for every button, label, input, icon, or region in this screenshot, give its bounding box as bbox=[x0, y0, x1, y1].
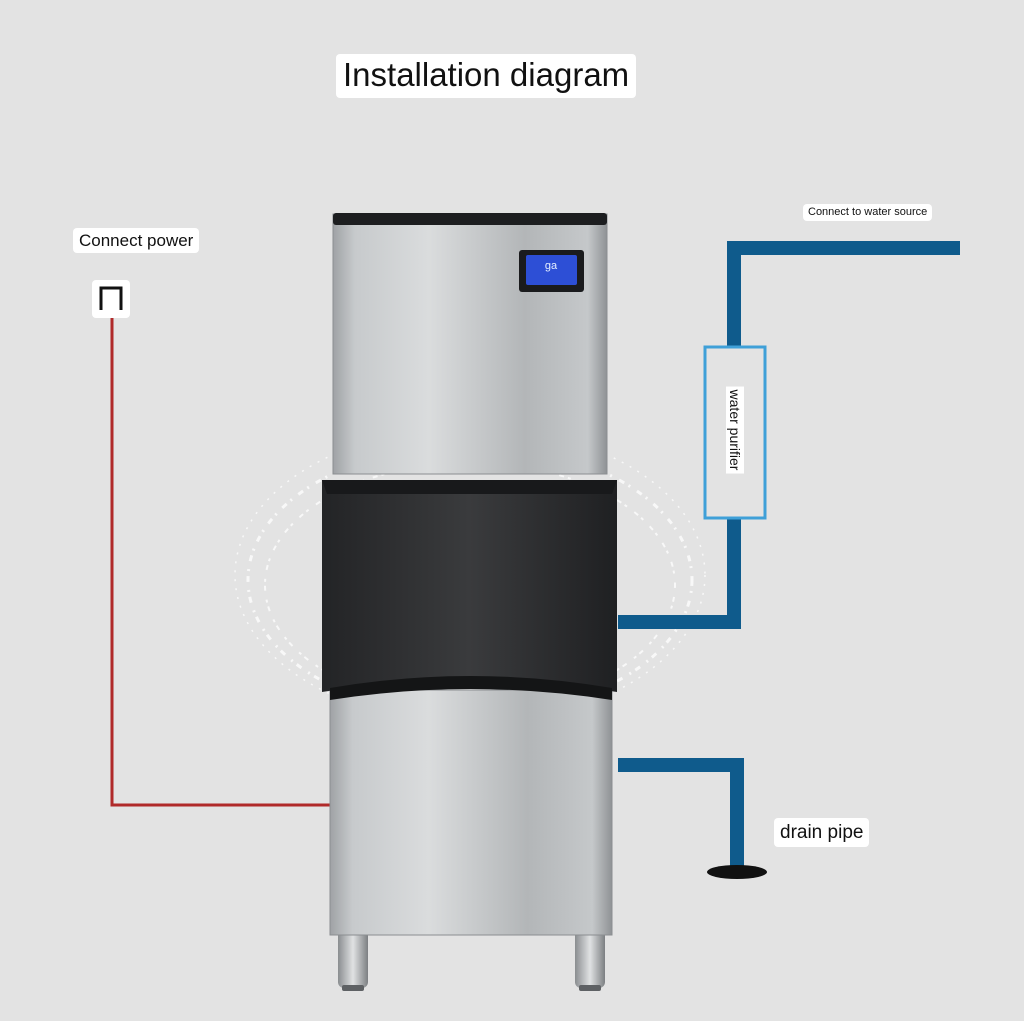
lower-cabinet bbox=[329, 689, 613, 936]
power-cable bbox=[110, 314, 330, 807]
water-purifier-label: water purifier bbox=[726, 386, 744, 474]
connect-water-label: Connect to water source bbox=[803, 204, 933, 221]
power-plug-icon bbox=[92, 280, 130, 318]
drain-pipe-label: drain pipe bbox=[774, 818, 870, 847]
display-readout: ga bbox=[544, 260, 558, 272]
water-supply-pipe bbox=[618, 241, 960, 629]
page-title: Installation diagram bbox=[336, 54, 637, 98]
drain-pipe bbox=[618, 758, 744, 870]
ice-bin-door bbox=[322, 480, 617, 692]
drain-hole-icon bbox=[707, 865, 767, 879]
connect-power-label: Connect power bbox=[73, 228, 200, 253]
front-right-leg bbox=[575, 930, 605, 988]
ice-machine bbox=[322, 213, 617, 991]
front-left-leg bbox=[338, 930, 368, 988]
